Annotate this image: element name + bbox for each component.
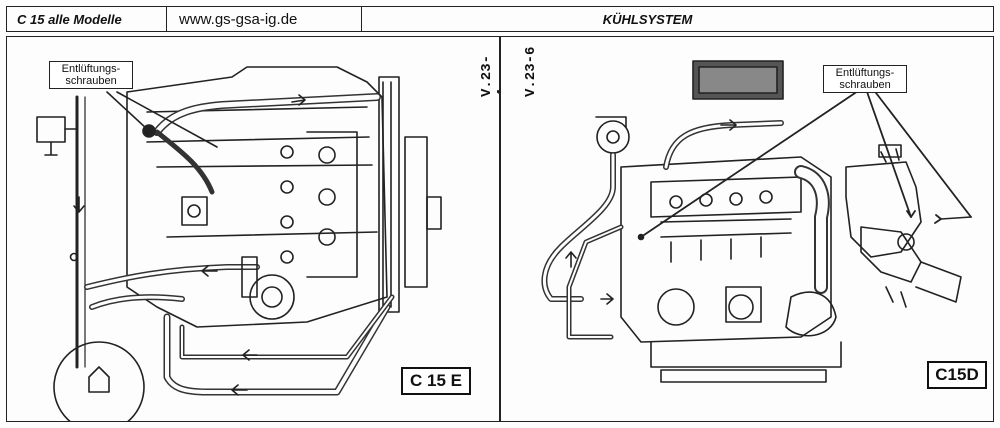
website-label: www.gs-gsa-ig.de	[167, 7, 362, 31]
callout-line-1: Entlüftungs-	[835, 67, 895, 79]
figure-code: V.23-4	[479, 54, 499, 97]
callout-line-2: schrauben	[839, 79, 891, 91]
page-header: C 15 alle Modelle www.gs-gsa-ig.de KÜHLS…	[6, 6, 994, 32]
bleed-screws-callout: Entlüftungs- schrauben	[49, 61, 133, 89]
figure-code: V.23-6	[523, 46, 539, 97]
model-badge: C 15 E	[401, 367, 471, 395]
callout-line-1: Entlüftungs-	[61, 63, 121, 75]
callout-line-2: schrauben	[65, 75, 117, 87]
model-badge: C15D	[927, 361, 987, 389]
engine-drawing-c15e	[36, 66, 442, 421]
cooling-diagram-c15d: Entlüftungs- schrauben V.23-6 C15D	[500, 36, 994, 422]
bleed-screws-callout: Entlüftungs- schrauben	[823, 65, 907, 93]
model-range-label: C 15 alle Modelle	[7, 7, 167, 31]
section-title: KÜHLSYSTEM	[602, 11, 693, 27]
cooling-diagram-c15e: Entlüftungs- schrauben V.23-4 C 15 E	[6, 36, 500, 422]
engine-drawing-c15d	[541, 60, 972, 383]
